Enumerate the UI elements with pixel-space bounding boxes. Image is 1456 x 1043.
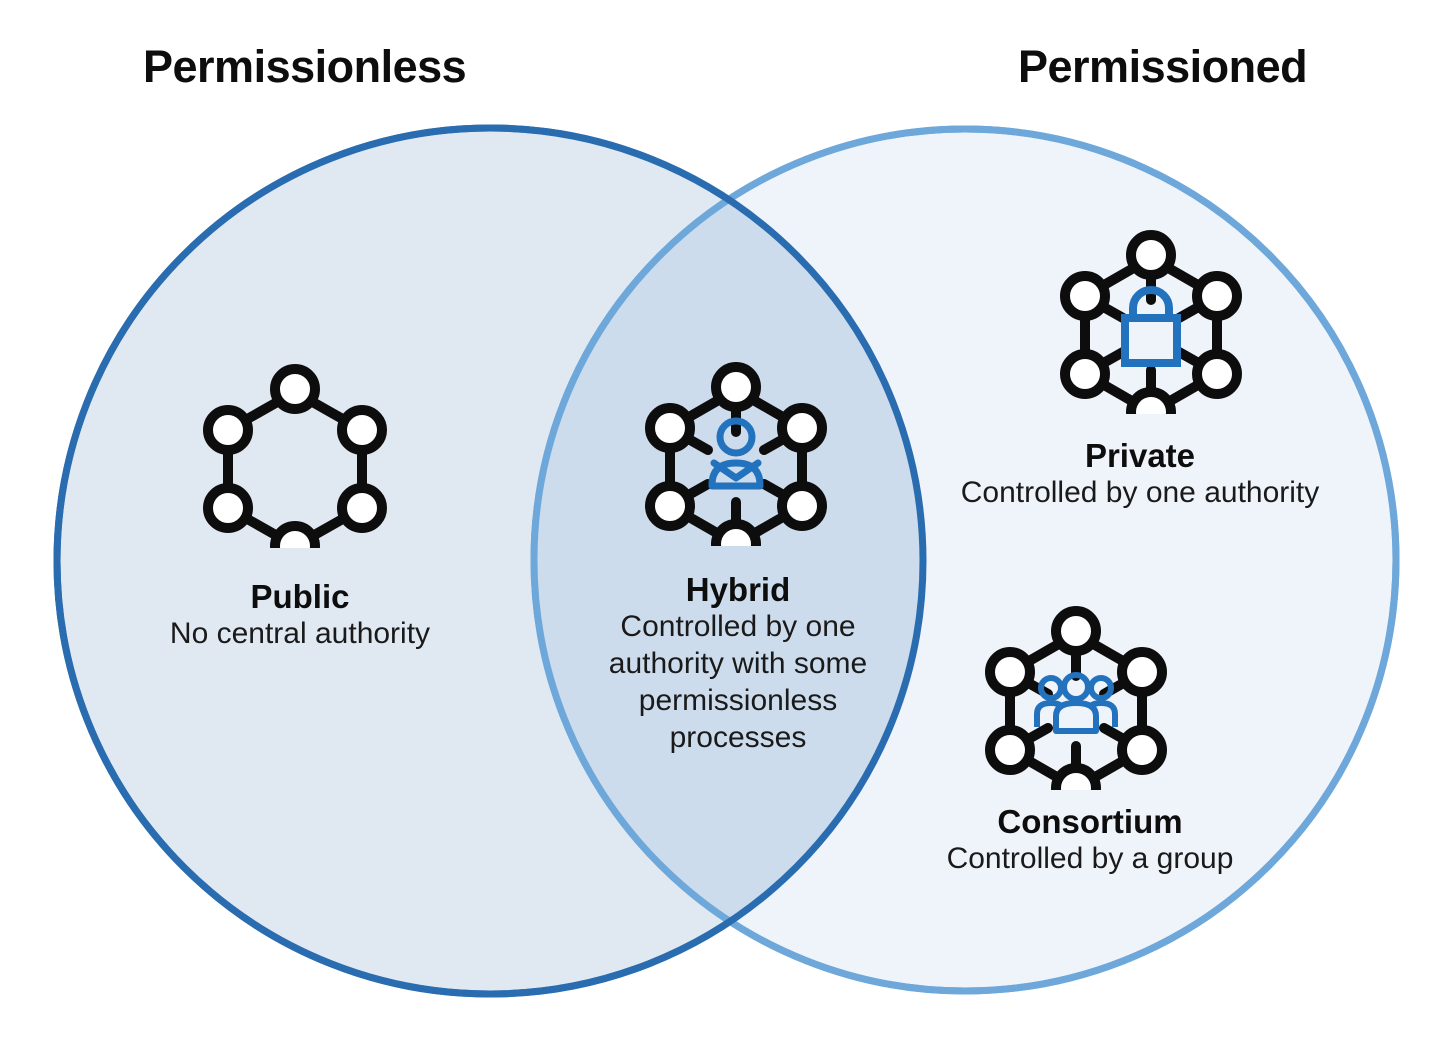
hexagon-network-person-icon	[645, 362, 827, 569]
public-icon-wrap	[198, 362, 392, 571]
hybrid-icon-wrap	[640, 360, 832, 569]
hexagon-network-group-icon	[985, 606, 1167, 813]
person-glyph	[708, 417, 764, 490]
group-private-title: Private	[1084, 437, 1196, 474]
group-public-description: No central authority	[169, 616, 431, 650]
venn-circle-permissioned-outline	[530, 125, 1400, 995]
hexagon-network-icon	[203, 364, 387, 571]
group-consortium-description: Controlled by a group	[946, 841, 1234, 875]
group-private: Private Controlled by one authority	[940, 437, 1340, 512]
group-hybrid-description-line: processes	[669, 720, 807, 754]
group-hybrid-title: Hybrid	[685, 571, 791, 608]
group-public: Public No central authority	[140, 578, 460, 653]
consortium-icon-wrap	[980, 604, 1172, 813]
group-hybrid: Hybrid Controlled by one authority with …	[588, 571, 888, 757]
group-consortium: Consortium Controlled by a group	[920, 803, 1260, 878]
heading-permissioned: Permissioned	[1018, 41, 1308, 92]
hexagon-network-lock-icon	[1060, 230, 1242, 437]
lock-glyph	[1121, 286, 1181, 367]
group-private-description: Controlled by one authority	[960, 475, 1320, 509]
group-people-glyph	[1034, 672, 1118, 734]
group-consortium-title: Consortium	[997, 803, 1183, 840]
group-hybrid-description-line: permissionless	[638, 683, 838, 717]
group-hybrid-description-line: Controlled by one	[620, 609, 856, 643]
group-public-title: Public	[250, 578, 350, 615]
venn-overlap-hybrid	[534, 129, 923, 991]
venn-circle-permissionless-outline	[53, 124, 927, 998]
group-hybrid-description: Controlled by one authority with some pe…	[588, 609, 888, 757]
group-hybrid-description-line: authority with some	[608, 646, 868, 680]
private-icon-wrap	[1055, 228, 1247, 437]
heading-permissionless: Permissionless	[143, 41, 467, 92]
